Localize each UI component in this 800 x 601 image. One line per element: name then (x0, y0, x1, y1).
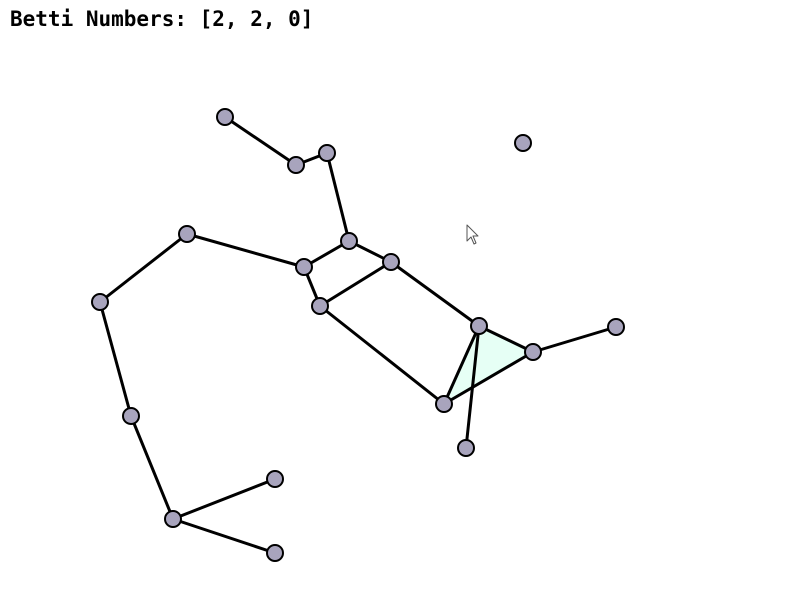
graph-node[interactable] (287, 156, 305, 174)
graph-node[interactable] (266, 544, 284, 562)
graph-edge (531, 325, 618, 354)
graph-edge (442, 350, 535, 406)
graph-node[interactable] (311, 297, 329, 315)
graph-node[interactable] (295, 258, 313, 276)
graph-edge (477, 324, 535, 354)
triangle-face (444, 326, 533, 404)
graph-edge (318, 304, 446, 406)
graph-edge (98, 300, 133, 418)
graph-edge (325, 151, 351, 243)
nodes-layer (91, 108, 625, 562)
graph-edge (389, 260, 481, 328)
graph-node[interactable] (91, 293, 109, 311)
graph-node[interactable] (382, 253, 400, 271)
graph-node[interactable] (266, 470, 284, 488)
mouse-pointer-icon (466, 224, 479, 245)
graph-edge (129, 414, 175, 521)
graph-node[interactable] (470, 317, 488, 335)
graph-edge (171, 477, 277, 521)
graph-edge (98, 232, 189, 304)
edges-layer (98, 115, 618, 555)
betti-numbers-title: Betti Numbers: [2, 2, 0] (10, 7, 314, 31)
graph-node[interactable] (122, 407, 140, 425)
graph-edge (442, 324, 481, 406)
graph-node[interactable] (216, 108, 234, 126)
graph-node[interactable] (435, 395, 453, 413)
graph-node[interactable] (318, 144, 336, 162)
triangles-layer (444, 326, 533, 404)
graph-node[interactable] (457, 439, 475, 457)
graph-node[interactable] (514, 134, 532, 152)
graph-node[interactable] (524, 343, 542, 361)
graph-node[interactable] (178, 225, 196, 243)
graph-edge (185, 232, 306, 269)
graph-node[interactable] (340, 232, 358, 250)
graph-node[interactable] (607, 318, 625, 336)
graph-node[interactable] (164, 510, 182, 528)
graph-edge (171, 517, 277, 555)
graph-edge (318, 260, 393, 308)
graph-edge (464, 324, 481, 450)
graph-edge (223, 115, 298, 167)
